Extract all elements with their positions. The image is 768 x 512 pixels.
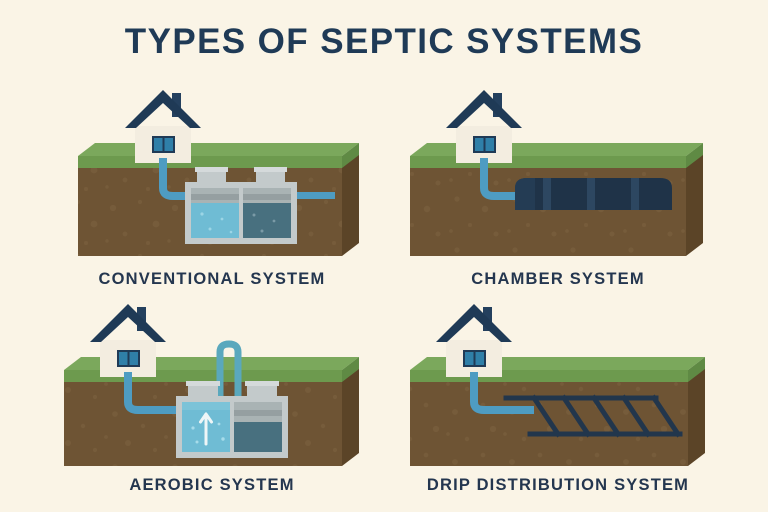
caption-drip-distribution-system: DRIP DISTRIBUTION SYSTEM bbox=[426, 476, 690, 494]
water-fleck bbox=[272, 219, 276, 223]
septic-tank bbox=[185, 167, 297, 244]
aerobic-system-illustration bbox=[64, 304, 359, 466]
tank-chamber-right-scum-line bbox=[243, 194, 291, 200]
tank-riser-right-lid bbox=[245, 381, 279, 386]
bubble bbox=[217, 422, 221, 426]
panel-aerobic: AEROBIC SYSTEM bbox=[42, 298, 382, 503]
chamber-rib bbox=[631, 178, 639, 210]
aeration-air-pipe bbox=[216, 340, 242, 396]
water-fleck bbox=[200, 212, 204, 216]
house-window-pane-right bbox=[164, 138, 173, 151]
soil-side-face bbox=[342, 155, 359, 256]
drip-lateral bbox=[650, 394, 682, 438]
caption-conventional-system: CONVENTIONAL SYSTEM bbox=[98, 270, 326, 288]
tank-water-right bbox=[234, 422, 282, 452]
water-fleck bbox=[208, 227, 212, 231]
chamber-rib bbox=[587, 178, 595, 210]
diagram-drip-distribution-system bbox=[388, 298, 728, 478]
bubble bbox=[221, 437, 225, 441]
house-icon bbox=[436, 304, 512, 377]
inlet-pipe bbox=[159, 158, 190, 200]
house-roof bbox=[436, 304, 512, 342]
tank-chamber-left-scum-line bbox=[191, 194, 239, 200]
water-fleck bbox=[252, 213, 256, 217]
house-icon bbox=[90, 304, 166, 377]
bubble bbox=[191, 426, 195, 430]
tank-riser-left-lid bbox=[195, 167, 228, 172]
inlet-pipe bbox=[470, 372, 534, 414]
chamber-system-illustration bbox=[410, 90, 703, 256]
caption-aerobic-system: AEROBIC SYSTEM bbox=[129, 476, 295, 494]
tank-chamber-right-scum-line bbox=[234, 410, 282, 416]
aeration-up-arrow bbox=[199, 412, 213, 446]
tank-riser-left-lid bbox=[186, 381, 220, 386]
house-window-pane-left bbox=[154, 138, 163, 151]
drip-field-grid bbox=[503, 394, 683, 438]
water-fleck bbox=[260, 229, 264, 233]
tank-riser-right bbox=[256, 170, 285, 182]
conventional-system-illustration bbox=[78, 90, 359, 256]
bubble bbox=[195, 440, 199, 444]
outlet-pipe bbox=[293, 192, 335, 199]
drip-lateral bbox=[560, 394, 592, 438]
drip-lateral bbox=[620, 394, 652, 438]
tank-riser-right-lid bbox=[254, 167, 287, 172]
diagram-aerobic-system bbox=[42, 298, 382, 478]
grass-top-face bbox=[410, 143, 703, 156]
house-window-pane-left bbox=[465, 352, 474, 365]
inlet-pipe bbox=[124, 372, 190, 414]
tank-chamber-left-surface bbox=[182, 402, 230, 410]
diagram-chamber-system bbox=[388, 88, 728, 268]
chamber-end-cap bbox=[515, 178, 535, 210]
drip-lateral bbox=[590, 394, 622, 438]
grass-front-face bbox=[78, 156, 342, 168]
tank-riser-left bbox=[197, 170, 226, 182]
grass-front-face bbox=[410, 156, 686, 168]
page-title: TYPES OF SEPTIC SYSTEMS bbox=[124, 22, 644, 61]
diagram-conventional-system bbox=[42, 88, 382, 268]
tank-riser-left bbox=[188, 384, 218, 396]
house-icon bbox=[125, 90, 201, 163]
water-fleck bbox=[220, 217, 224, 221]
chamber-rib bbox=[543, 178, 551, 210]
house-window-pane-left bbox=[475, 138, 484, 151]
house-roof bbox=[90, 304, 166, 342]
house-roof bbox=[125, 90, 201, 128]
tank-water-right bbox=[243, 203, 291, 238]
house-window-pane-right bbox=[485, 138, 494, 151]
panel-drip-distribution: DRIP DISTRIBUTION SYSTEM bbox=[388, 298, 728, 503]
water-fleck bbox=[229, 230, 233, 234]
aerobic-tank bbox=[176, 381, 288, 458]
soil-side-face bbox=[342, 369, 359, 466]
tank-riser-right bbox=[247, 384, 277, 396]
house-roof bbox=[446, 90, 522, 128]
grass-top-face bbox=[78, 143, 359, 156]
house-window-pane-left bbox=[119, 352, 128, 365]
caption-chamber-system: CHAMBER SYSTEM bbox=[471, 270, 645, 288]
panel-chamber: CHAMBER SYSTEM bbox=[388, 88, 728, 293]
house-window-pane-right bbox=[129, 352, 138, 365]
house-icon bbox=[446, 90, 522, 163]
drip-distribution-system-illustration bbox=[410, 304, 705, 466]
inlet-pipe bbox=[480, 158, 520, 200]
drip-lateral bbox=[530, 394, 562, 438]
soil-side-face bbox=[688, 369, 705, 466]
chamber-unit bbox=[515, 178, 672, 210]
house-window-pane-right bbox=[475, 352, 484, 365]
panel-conventional: CONVENTIONAL SYSTEM bbox=[42, 88, 382, 293]
soil-side-face bbox=[686, 155, 703, 256]
